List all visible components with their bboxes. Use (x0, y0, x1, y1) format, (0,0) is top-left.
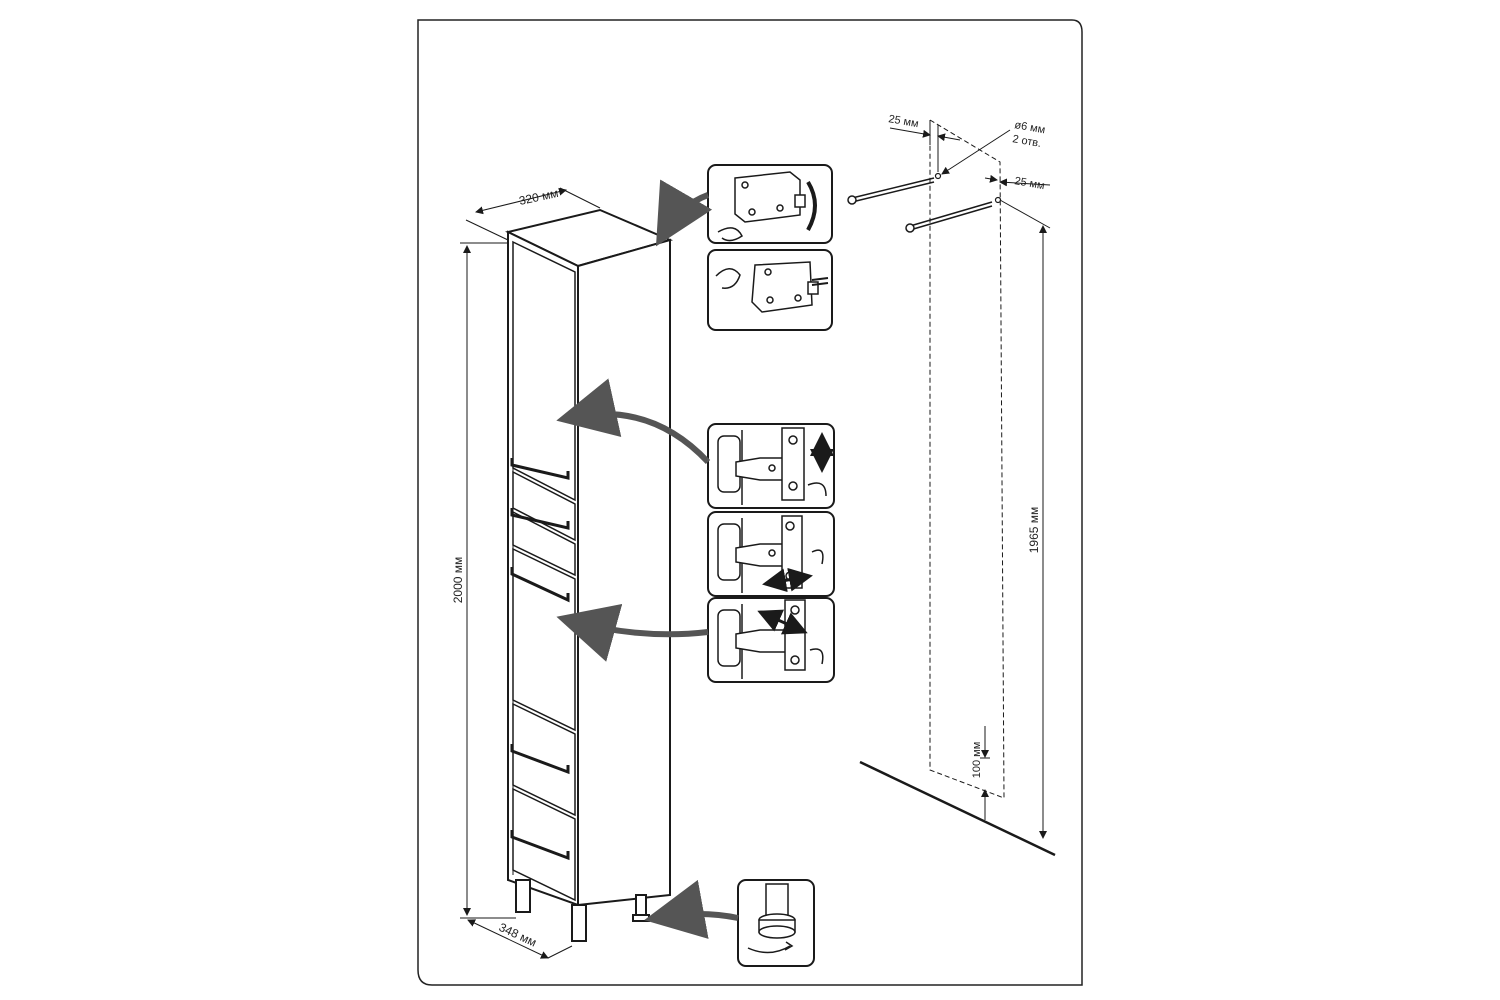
hinge-horizontal-adjust-icon (717, 515, 824, 593)
handle-5 (510, 830, 570, 861)
label-hole-offset-right: 25 мм (1013, 175, 1045, 192)
hinge-callout-arrow-upper (556, 378, 711, 465)
handle-2 (510, 508, 570, 530)
mount-outline (929, 119, 1005, 799)
drawer-3 (512, 702, 576, 817)
hinge-vertical-adjust-icon (717, 427, 834, 505)
label-mount-height: 1965 мм (1027, 507, 1041, 554)
label-hole-count: 2 отв. (1011, 133, 1042, 150)
handle-4 (510, 744, 570, 775)
lower-door (512, 547, 576, 732)
foot-detail-panel (737, 879, 815, 967)
push-latch-adjust-icon (717, 171, 817, 242)
drawer-4 (512, 787, 576, 902)
label-wall-edge-offset: 25 мм (887, 113, 919, 130)
page-frame (417, 19, 1083, 986)
hinge-depth-adjust-icon (717, 599, 824, 679)
dimension-bottom-depth (467, 919, 573, 959)
label-hole-diameter: ø6 мм (1013, 119, 1046, 136)
handle-1 (510, 458, 570, 480)
drawer-2 (512, 510, 576, 577)
mount-hole-right (994, 196, 1002, 204)
screw-right (905, 201, 993, 233)
leg-front-left (515, 879, 531, 913)
mount-hole-left (934, 172, 942, 180)
leg-back-right (635, 894, 647, 918)
screw-left (847, 177, 935, 205)
hinge-detail-panel (707, 423, 835, 683)
upper-door (512, 240, 576, 502)
label-floor-gap: 100 мм (971, 742, 983, 779)
drawer-1 (512, 470, 576, 542)
label-bottom-depth: 348 мм (497, 920, 539, 950)
latch-callout-arrow (655, 179, 713, 247)
dimension-height (460, 242, 516, 919)
handle-3 (510, 567, 570, 603)
adjustable-foot-icon (747, 883, 796, 954)
dimension-top-width (465, 187, 601, 241)
label-top-width: 320 мм (518, 186, 560, 208)
latch-detail-panel (707, 164, 833, 331)
wall-mount-scheme (847, 119, 1056, 857)
floor-line (859, 760, 1056, 857)
cabinet-side (577, 238, 671, 907)
cabinet-handles (510, 458, 570, 861)
leg-front-right (571, 904, 587, 942)
label-height: 2000 мм (451, 557, 465, 604)
foot-callout-arrow (644, 879, 739, 939)
cabinet (505, 208, 673, 907)
push-latch-slide-icon (715, 261, 829, 313)
hinge-callout-arrow-lower (556, 603, 709, 662)
